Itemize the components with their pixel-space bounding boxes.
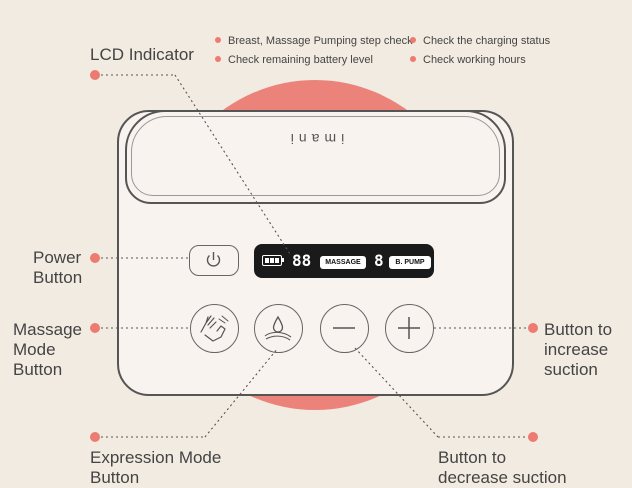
bullet-icon xyxy=(215,37,221,43)
lcd-massage-label: MASSAGE xyxy=(320,256,366,269)
expression-mode-label: Expression Mode Button xyxy=(90,448,222,487)
massage-label-dot xyxy=(90,323,100,333)
power-button-label: Power Button xyxy=(33,248,83,287)
water-drop-icon xyxy=(264,315,292,341)
lcd-level-segment: 8 xyxy=(374,251,384,270)
decrease-suction-button[interactable] xyxy=(320,304,369,353)
decrease-label-dot xyxy=(528,432,538,442)
power-label-dot xyxy=(90,253,100,263)
massage-mode-label: Massage Mode Button xyxy=(13,320,82,379)
minus-icon xyxy=(333,327,355,329)
device-lid xyxy=(125,110,506,204)
expression-mode-button[interactable] xyxy=(254,304,303,353)
expression-label-dot xyxy=(90,432,100,442)
massage-mode-button[interactable] xyxy=(190,304,239,353)
battery-icon xyxy=(262,255,284,266)
hand-massage-icon xyxy=(200,315,229,342)
increase-suction-label: Button to increase suction xyxy=(544,320,613,379)
power-icon xyxy=(206,252,221,267)
feature-charging-status: Check the charging status xyxy=(410,34,550,48)
feature-battery-level: Check remaining battery level xyxy=(215,53,373,67)
increase-suction-button[interactable] xyxy=(385,304,434,353)
lcd-indicator: 88 MASSAGE 8 B. PUMP xyxy=(254,244,434,278)
bullet-icon xyxy=(410,56,416,62)
lcd-time-segment: 88 xyxy=(292,251,312,270)
feature-working-hours: Check working hours xyxy=(410,53,526,67)
bullet-icon xyxy=(215,56,221,62)
feature-step-check: Breast, Massage Pumping step check xyxy=(215,34,413,48)
bullet-icon xyxy=(410,37,416,43)
lcd-label-dot xyxy=(90,70,100,80)
power-button[interactable] xyxy=(189,245,239,276)
lcd-indicator-label: LCD Indicator xyxy=(90,45,194,64)
increase-label-dot xyxy=(528,323,538,333)
decrease-suction-label: Button to decrease suction xyxy=(438,448,567,487)
lcd-pump-label: B. PUMP xyxy=(389,256,431,269)
lid-inner-edge xyxy=(131,116,500,196)
plus-icon xyxy=(398,317,420,339)
